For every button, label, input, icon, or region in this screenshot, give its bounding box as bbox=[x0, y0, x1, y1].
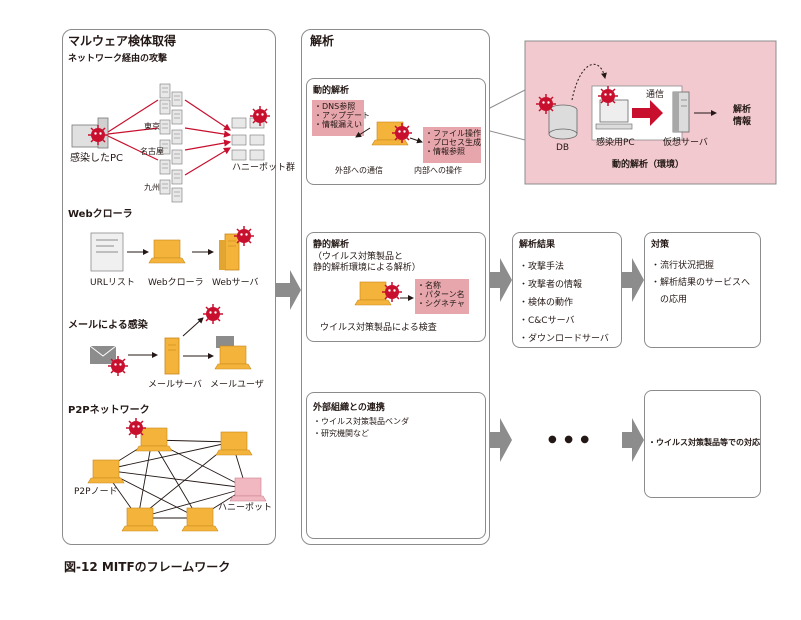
malware-panel bbox=[62, 29, 276, 545]
infected-env-pc-icon bbox=[599, 99, 629, 123]
infected-pc-label: 感染したPC bbox=[70, 153, 124, 164]
env-send-label: 通信 bbox=[646, 90, 665, 100]
results-title: 解析結果 bbox=[519, 240, 556, 250]
honeypot-servers bbox=[231, 117, 265, 161]
outbound-items: ・DNS参照 ・アップデート ・情報漏えい bbox=[314, 102, 370, 130]
send-arrow bbox=[632, 100, 663, 126]
db-label: DB bbox=[556, 143, 570, 153]
env-caption: 動的解析（環境） bbox=[612, 160, 685, 170]
static-subtitle-1: （ウイルス対策製品と bbox=[313, 252, 404, 262]
flow-arrow-analysis-to-results bbox=[490, 258, 512, 302]
results-box bbox=[512, 232, 622, 348]
static-items-box bbox=[415, 279, 469, 314]
outbound-items-box bbox=[312, 100, 364, 136]
antivirus-label: ・ウイルス対策製品等での対応 bbox=[648, 438, 760, 447]
flow-arrow-ellipsis bbox=[622, 418, 644, 462]
web-title: Webクローラ bbox=[68, 209, 133, 220]
external-box bbox=[306, 392, 486, 539]
antivirus-box bbox=[644, 390, 761, 498]
env-result-1: 解析 bbox=[733, 105, 752, 115]
measures-items: ・流行状況把握 ・解析結果のサービスへ の応用 bbox=[651, 261, 751, 305]
measures-box bbox=[644, 232, 761, 348]
kyushu-label: 九州 bbox=[144, 183, 160, 192]
outbound-label: 外部への通信 bbox=[335, 166, 383, 175]
static-title: 静的解析 bbox=[313, 240, 350, 250]
static-footer: ウイルス対策製品による検査 bbox=[320, 323, 437, 333]
static-items: ・名称 ・パターン名 ・シグネチャ bbox=[417, 281, 465, 309]
p2p-honeypot-label: ハニーポット bbox=[218, 503, 273, 513]
flow-arrow-external bbox=[490, 418, 512, 462]
mail-server-label: メールサーバ bbox=[148, 380, 202, 390]
static-subtitle-2: 静的解析環境による解析） bbox=[313, 263, 421, 273]
flow-arrow-malware-to-analysis bbox=[276, 270, 301, 310]
internal-items: ・ファイル操作 ・プロセス生成 ・情報参照 bbox=[425, 129, 481, 157]
analysis-title: 解析 bbox=[310, 34, 335, 48]
env-pc-label: 感染用PC bbox=[596, 138, 635, 148]
ellipsis: ● ● ● bbox=[548, 434, 592, 445]
db-icon bbox=[548, 104, 578, 140]
external-item-2: ・研究機関など bbox=[313, 429, 369, 438]
external-title: 外部組織との連携 bbox=[313, 403, 385, 413]
mail-user-label: メールユーザ bbox=[210, 380, 264, 390]
external-item-1: ・ウイルス対策製品ベンダ bbox=[313, 417, 409, 426]
nagoya-label: 名古屋 bbox=[140, 147, 164, 156]
tokyo-label: 東京 bbox=[144, 122, 160, 131]
figure-caption: 図-12 MITFのフレームワーク bbox=[64, 560, 231, 574]
malware-title: マルウェア検体取得 bbox=[68, 34, 177, 48]
honeypots-label: ハニーポット群 bbox=[232, 163, 296, 173]
flow-arrow-results-to-measures bbox=[622, 258, 644, 302]
p2p-title: P2Pネットワーク bbox=[68, 405, 150, 416]
p2p-node-label: P2Pノード bbox=[74, 487, 118, 497]
results-items: ・攻撃手法 ・攻撃者の情報 ・検体の動作 ・C&Cサーバ ・ダウンロードサーバ bbox=[519, 262, 609, 344]
web-server-label: Webサーバ bbox=[212, 278, 259, 288]
dynamic-title: 動的解析 bbox=[313, 86, 350, 96]
env-result-2: 情報 bbox=[733, 117, 752, 127]
web-crawler-label: Webクローラ bbox=[148, 278, 204, 288]
mail-title: メールによる感染 bbox=[68, 320, 148, 331]
env-server-label: 仮想サーバ bbox=[663, 138, 708, 148]
measures-title: 対策 bbox=[651, 240, 670, 250]
network-title: ネットワーク経由の攻撃 bbox=[68, 54, 168, 64]
url-list-label: URLリスト bbox=[90, 278, 135, 288]
internal-label: 内部への操作 bbox=[414, 166, 462, 175]
internal-items-box bbox=[423, 127, 481, 163]
